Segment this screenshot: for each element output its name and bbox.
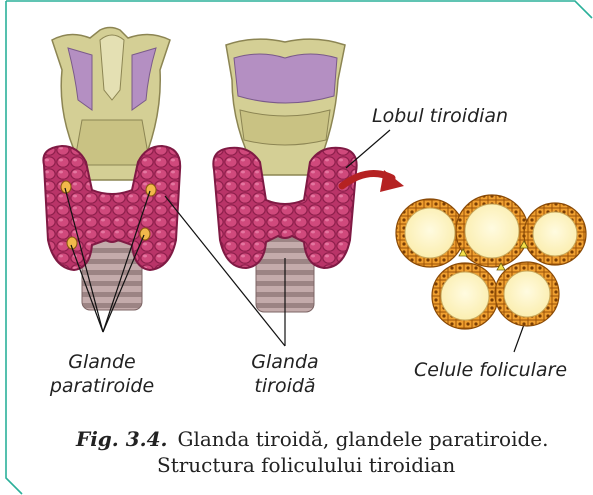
label-thyroid-lobe: Lobul tiroidian bbox=[372, 104, 508, 128]
caption-line1: Glanda tiroidă, glandele paratiroide. bbox=[177, 427, 548, 451]
label-parathyroid-line2: paratiroide bbox=[50, 375, 154, 397]
caption-line2: Structura foliculului tiroidian bbox=[76, 452, 548, 478]
label-thyroid-line2: tiroidă bbox=[254, 375, 315, 397]
label-parathyroid-line1: Glande bbox=[68, 351, 135, 373]
label-thyroid-line1: Glanda bbox=[251, 351, 318, 373]
figure-caption: Fig. 3.4. Glanda tiroidă, glandele parati… bbox=[76, 426, 548, 478]
left-thyroid-illustration bbox=[43, 28, 180, 311]
label-thyroid-gland: Glanda tiroidă bbox=[232, 350, 338, 398]
label-follicular-cells: Celule foliculare bbox=[414, 358, 567, 382]
label-parathyroid-glands: Glande paratiroide bbox=[42, 350, 162, 398]
figure-number: Fig. 3.4. bbox=[76, 427, 167, 451]
follicle-cluster bbox=[396, 195, 586, 329]
